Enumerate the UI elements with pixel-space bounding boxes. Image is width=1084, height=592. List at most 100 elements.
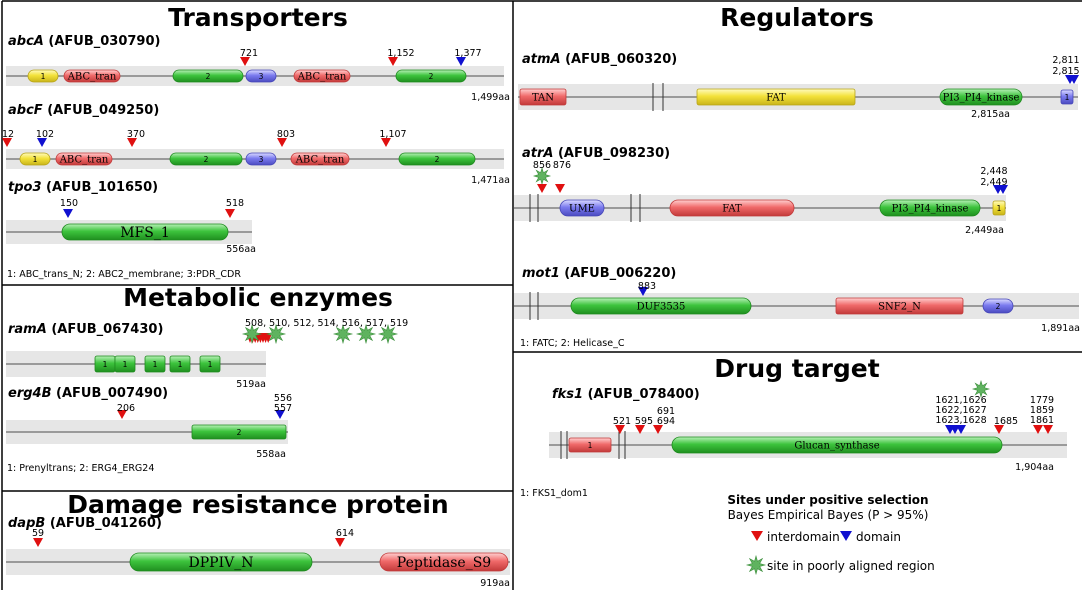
legend-title: Sites under positive selection: [727, 493, 928, 507]
gene-title-dapB: dapB (AFUB_041260): [8, 516, 162, 531]
domain-abcA-5: 2: [395, 69, 467, 83]
poorly-aligned-star: [265, 323, 287, 345]
section-title-drug: Drug target: [714, 354, 879, 383]
interdomain-site-marker: [240, 57, 250, 66]
domain-label: ABC_tran: [59, 155, 109, 166]
domain-shape: [19, 152, 51, 166]
domain-label: FAT: [722, 204, 742, 215]
site-label: 1622,1627: [935, 405, 986, 416]
site-label: 59: [32, 528, 44, 539]
domain-shape: [169, 355, 191, 373]
interdomain-site-marker: [555, 184, 565, 193]
interdomain-site-marker: [653, 425, 663, 434]
gene-symbol: atrA: [522, 146, 553, 161]
interdomain-site-marker: [264, 333, 273, 343]
interdomain-site-marker: [635, 425, 645, 434]
domain-shape: [835, 297, 964, 315]
domain-atmA-2: PI3_PI4_kinase: [939, 88, 1023, 106]
interdomain-site-marker: [615, 425, 625, 434]
domain-atrA-3: 1: [992, 200, 1006, 216]
domain-site-marker: [63, 209, 73, 218]
domain-tpo3-0: MFS_1: [61, 223, 229, 241]
domain-atmA-0: TAN: [519, 88, 567, 106]
domain-fks1-1: Glucan_synthase: [671, 436, 1003, 454]
domain-label: DPPIV_N: [189, 555, 254, 571]
section-title-transporters: Transporters: [168, 3, 348, 32]
site-label: 2,815: [1052, 66, 1079, 77]
site-label: 2,449: [980, 177, 1007, 188]
site-label: 876: [553, 160, 571, 171]
domain-label: Peptidase_S9: [397, 555, 491, 571]
interdomain-legend-marker: [751, 531, 763, 541]
domain-shape: [293, 69, 351, 83]
section-footnote-regulators: 1: FATC; 2: Helicase_C: [520, 338, 625, 349]
poorly-aligned-star: [241, 323, 263, 345]
section-title-damage: Damage resistance protein: [67, 490, 448, 519]
site-label: 12: [2, 129, 14, 140]
domain-label: ABC_tran: [67, 72, 117, 83]
site-label: 721: [240, 48, 258, 59]
domain-label: 1: [33, 155, 38, 164]
site-label: 883: [638, 281, 656, 292]
interdomain-site-marker: [381, 138, 391, 147]
domain-abcF-2: 2: [169, 152, 243, 166]
domain-label: 3: [259, 155, 264, 164]
poorly-aligned-star: [332, 323, 354, 345]
domain-label: ABC_tran: [295, 155, 345, 166]
section-footnote-transporters: 1: ABC_trans_N; 2: ABC2_membrane; 3:PDR_…: [7, 269, 241, 280]
domain-shape: [245, 152, 277, 166]
site-label: 2,448: [980, 166, 1007, 177]
gene-title-ramA: ramA (AFUB_067430): [8, 322, 163, 337]
domain-label: 2: [429, 72, 434, 81]
domain-shape: [1060, 89, 1074, 105]
interdomain-site-marker: [277, 138, 287, 147]
domain-shape: [169, 152, 243, 166]
protein-length-ramA: 519aa: [236, 379, 266, 390]
site-label: 595: [635, 416, 653, 427]
poorly-aligned-star: [377, 323, 399, 345]
gene-title-fks1: fks1 (AFUB_078400): [552, 387, 700, 402]
domain-label: 1: [588, 441, 593, 450]
gene-symbol: erg4B: [8, 386, 52, 401]
site-label: 508, 510, 512, 514, 516, 517, 519: [245, 318, 408, 329]
domain-site-marker: [998, 185, 1008, 194]
domain-label: 1: [103, 360, 108, 369]
domain-abcF-4: ABC_tran: [290, 152, 350, 166]
site-label: 150: [60, 198, 78, 209]
domain-shape: [63, 69, 121, 83]
site-label: 1,377: [454, 48, 481, 59]
domain-shape: [568, 437, 612, 453]
site-label: 1623,1628: [935, 415, 986, 426]
gene-id: (AFUB_006220): [560, 266, 677, 281]
domain-label: 2: [204, 155, 209, 164]
domain-label: 1: [178, 360, 183, 369]
site-label: 856: [533, 160, 551, 171]
domain-shape: [55, 152, 113, 166]
protein-length-atrA: 2,449aa: [965, 225, 1004, 236]
domain-dapB-1: Peptidase_S9: [379, 552, 509, 572]
gene-title-mot1: mot1 (AFUB_006220): [522, 266, 676, 281]
protein-length-mot1: 1,891aa: [1041, 323, 1080, 334]
gene-title-abcF: abcF (AFUB_049250): [8, 103, 159, 118]
domain-legend-marker: [840, 531, 852, 541]
domain-label: 1: [153, 360, 158, 369]
domain-abcF-3: 3: [245, 152, 277, 166]
interdomain-site-marker: [1033, 425, 1043, 434]
domain-label: 2: [237, 428, 242, 437]
site-label: 206: [117, 403, 135, 414]
domain-label: MFS_1: [120, 225, 170, 241]
domain-shape: [519, 88, 567, 106]
domain-abcF-0: 1: [19, 152, 51, 166]
domain-shape: [669, 199, 795, 217]
domain-abcA-1: ABC_tran: [63, 69, 121, 83]
domain-shape: [172, 69, 244, 83]
domain-abcF-5: 2: [398, 152, 476, 166]
gene-symbol: fks1: [552, 387, 583, 402]
protein-length-dapB: 919aa: [480, 578, 510, 589]
domain-label: FAT: [766, 93, 786, 104]
protein-length-erg4B: 558aa: [256, 449, 286, 460]
domain-shape: [398, 152, 476, 166]
domain-atrA-1: FAT: [669, 199, 795, 217]
domain-mot1-1: SNF2_N: [835, 297, 964, 315]
